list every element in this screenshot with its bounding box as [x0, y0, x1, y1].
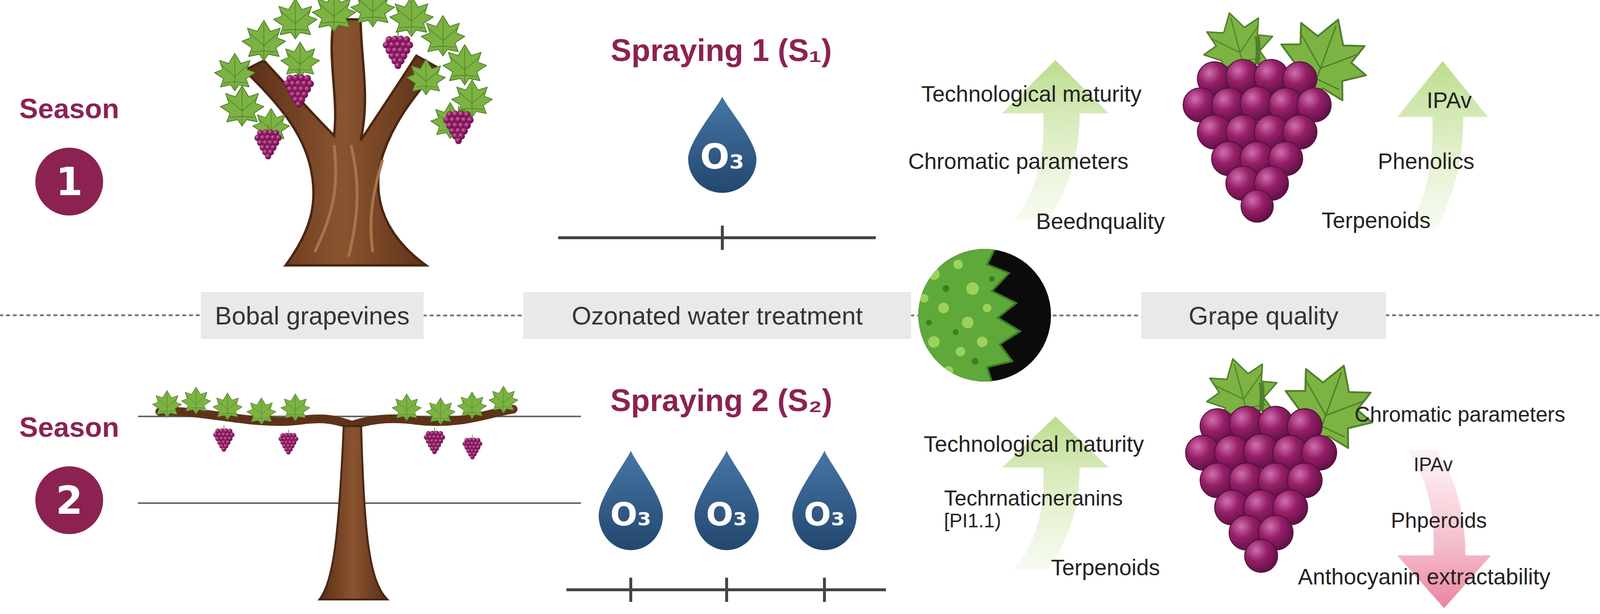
ozone-formula: O₃	[700, 139, 745, 174]
dotted-connector	[911, 314, 1142, 317]
season-heading: Season	[19, 91, 120, 125]
quality-label: Chromatic parameters	[908, 148, 1129, 175]
quality-label: Phenolics	[1377, 148, 1475, 175]
dotted-divider	[1386, 314, 1600, 317]
grape-bunch	[1183, 3, 1381, 223]
quality-label: Terpenoids	[1051, 554, 1160, 581]
dotted-divider	[0, 314, 201, 317]
trellis-vine	[137, 386, 581, 600]
season-number: 2	[55, 477, 83, 523]
quality-label: Anthocyanin extractability	[1297, 563, 1551, 590]
ozone-drop: O₃	[688, 448, 765, 551]
stage-box: Bobal grapevines	[200, 291, 424, 339]
quality-label: Phperoids	[1390, 508, 1487, 534]
quality-label: Technological maturity	[921, 81, 1142, 107]
section-title: Spraying 2 (S₂)	[610, 382, 833, 419]
season-number: 1	[55, 159, 83, 205]
section-title: Spraying 1 (S₁)	[610, 32, 833, 69]
quality-label: Beednquality	[1036, 208, 1165, 235]
season-heading: Season	[19, 410, 120, 443]
quality-label: Terpenoids	[1321, 207, 1431, 234]
quality-label: [PI1.1)	[944, 509, 1002, 532]
quality-label: Chromatic parameters	[1354, 402, 1566, 427]
ozone-formula: O₃	[609, 498, 652, 531]
ozone-formula: O₃	[705, 498, 747, 531]
season-badge: Season2	[35, 466, 104, 534]
ozone-drop: O₃	[592, 448, 670, 551]
quality-label: Technological maturity	[923, 431, 1144, 458]
box-text: Grape quality	[1188, 301, 1339, 331]
quality-label: IPAv	[1426, 87, 1472, 114]
season-badge: Season1	[35, 147, 104, 216]
ozone-drop: O₃	[681, 94, 763, 194]
stage-box: Grape quality	[1141, 291, 1387, 339]
dotted-connector	[423, 314, 524, 317]
grape-bunch	[1185, 349, 1387, 573]
ozone-drop: O₃	[786, 448, 863, 551]
stage-box: Ozonated water treatment	[523, 291, 912, 339]
spray-timeline	[566, 577, 886, 602]
leaf-closeup	[914, 244, 1055, 386]
quality-label: Techrnaticneranins	[944, 486, 1123, 511]
quality-label: IPAv	[1413, 453, 1453, 476]
increase-arrow	[1397, 60, 1489, 229]
old-vine	[214, 0, 493, 266]
spray-timeline	[558, 225, 876, 250]
box-text: Ozonated water treatment	[571, 301, 863, 331]
box-text: Bobal grapevines	[214, 301, 410, 331]
ozone-formula: O₃	[803, 498, 845, 531]
